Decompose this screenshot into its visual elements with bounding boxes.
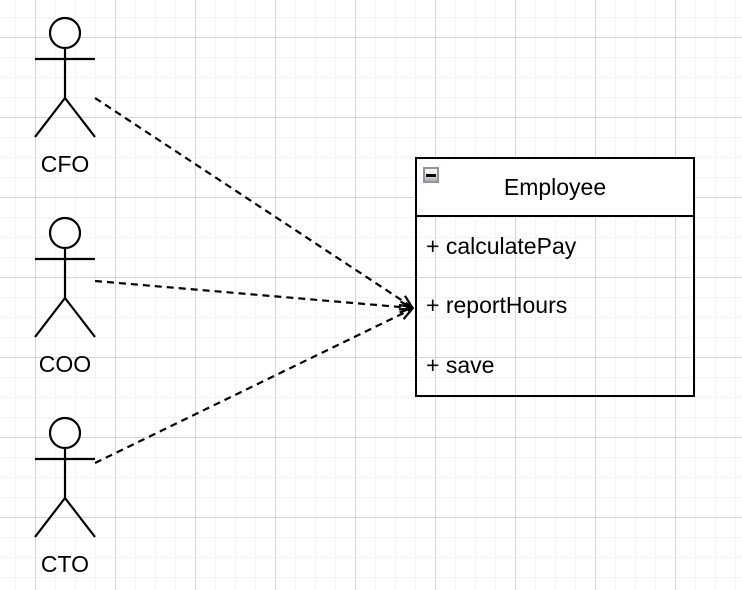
collapse-button[interactable] [423,167,439,183]
actor-figure-coo[interactable] [33,216,97,339]
dependency-arrow-cto-employee[interactable] [94,307,415,464]
method-row-calculate-pay[interactable]: + calculatePay [426,233,577,260]
employee-class-title: Employee [503,173,607,200]
actor-figure-cto[interactable] [33,416,97,539]
employee-class-body: + calculatePay + reportHours + save [417,217,693,395]
method-row-report-hours[interactable]: + reportHours [426,292,568,319]
actor-label-cfo[interactable]: CFO [40,151,90,177]
dependency-arrow-cfo-employee[interactable] [94,97,415,309]
actor-label-coo[interactable]: COO [38,351,92,377]
method-row-save[interactable]: + save [426,351,495,378]
minus-icon [426,173,436,177]
dependency-arrow-coo-employee[interactable] [94,279,415,314]
actor-figure-cfo[interactable] [33,16,97,139]
actor-label-cto[interactable]: CTO [40,551,90,577]
employee-class-box[interactable]: Employee + calculatePay + reportHours + … [415,157,695,397]
employee-class-header[interactable]: Employee [417,159,693,217]
